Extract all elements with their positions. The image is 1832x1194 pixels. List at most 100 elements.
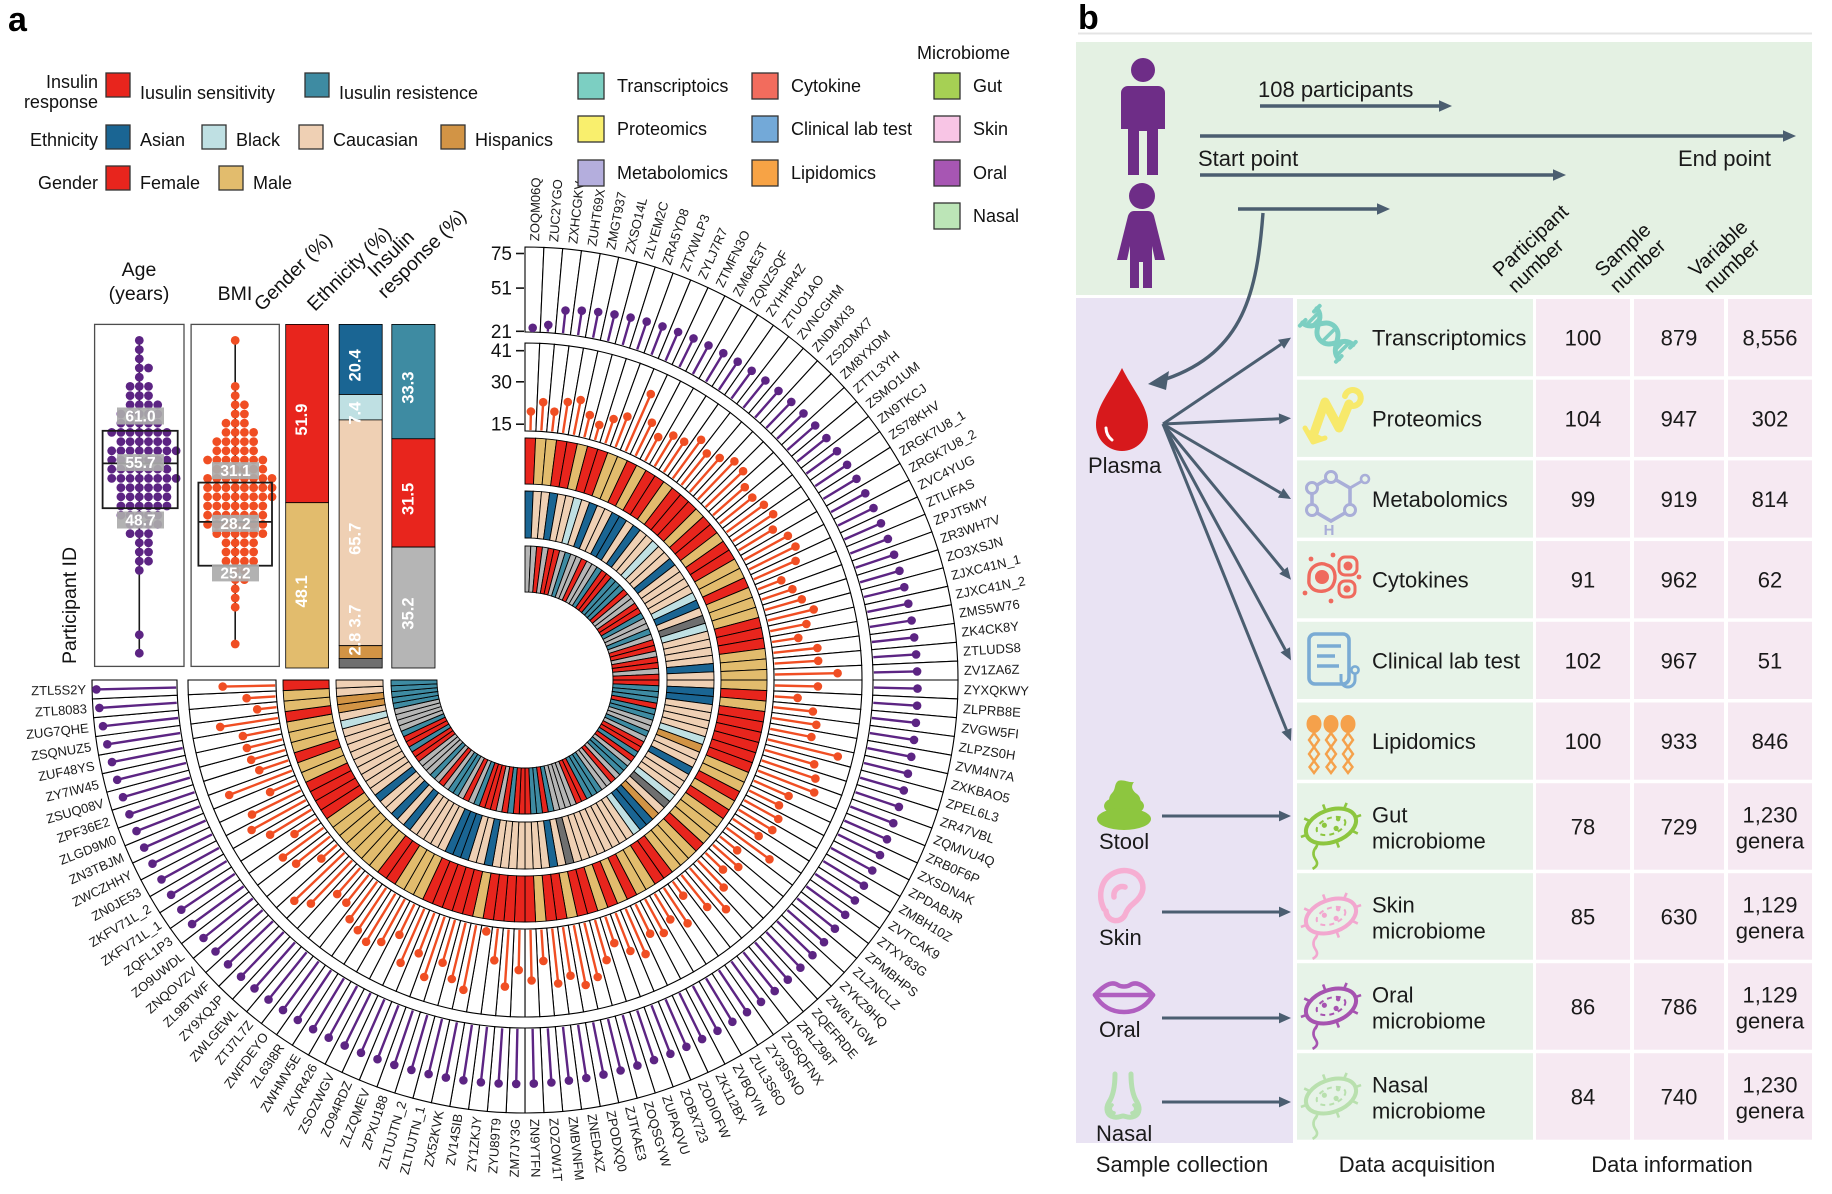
svg-text:(years): (years): [109, 283, 170, 305]
svg-text:30: 30: [491, 372, 512, 393]
svg-text:End point: End point: [1678, 146, 1771, 171]
svg-text:879: 879: [1661, 326, 1698, 351]
svg-text:7.4: 7.4: [347, 401, 365, 425]
svg-text:919: 919: [1661, 487, 1698, 512]
svg-text:Black: Black: [236, 130, 281, 150]
svg-text:Iusulin sensitivity: Iusulin sensitivity: [140, 83, 275, 103]
svg-text:108 participants: 108 participants: [1258, 77, 1413, 102]
svg-text:102: 102: [1565, 648, 1602, 673]
svg-text:85: 85: [1571, 905, 1595, 930]
svg-text:Nasal: Nasal: [1372, 1073, 1428, 1098]
svg-text:microbiome: microbiome: [1372, 919, 1486, 944]
svg-text:28.2: 28.2: [220, 516, 250, 533]
svg-text:Gut: Gut: [973, 76, 1002, 96]
svg-text:Proteomics: Proteomics: [617, 119, 707, 139]
svg-text:Proteomics: Proteomics: [1372, 406, 1482, 431]
svg-text:33.3: 33.3: [399, 372, 417, 404]
svg-text:15: 15: [491, 415, 512, 436]
svg-text:Start point: Start point: [1198, 146, 1298, 171]
svg-text:20.4: 20.4: [347, 349, 365, 382]
svg-text:786: 786: [1661, 995, 1698, 1020]
svg-text:31.1: 31.1: [220, 463, 251, 480]
svg-text:Clinical lab test: Clinical lab test: [791, 119, 912, 139]
svg-text:microbiome: microbiome: [1372, 829, 1486, 854]
svg-text:51: 51: [1758, 648, 1782, 673]
svg-text:Male: Male: [253, 173, 292, 193]
svg-text:Cytokines: Cytokines: [1372, 568, 1469, 593]
svg-text:ZTL5S2Y: ZTL5S2Y: [31, 682, 87, 698]
svg-text:Lipidomics: Lipidomics: [1372, 729, 1476, 754]
svg-text:740: 740: [1661, 1085, 1698, 1110]
svg-text:62: 62: [1758, 568, 1782, 593]
svg-text:48.1: 48.1: [293, 575, 311, 607]
svg-text:99: 99: [1571, 487, 1595, 512]
svg-text:Plasma: Plasma: [1088, 453, 1162, 478]
svg-text:genera: genera: [1736, 1099, 1805, 1124]
svg-text:2.8: 2.8: [347, 633, 365, 656]
svg-text:Caucasian: Caucasian: [333, 130, 418, 150]
svg-text:Sample collection: Sample collection: [1096, 1152, 1268, 1177]
svg-text:Lipidomics: Lipidomics: [791, 163, 876, 183]
svg-text:Gut: Gut: [1372, 803, 1407, 828]
svg-text:Stool: Stool: [1099, 829, 1149, 854]
svg-text:H: H: [1324, 522, 1335, 539]
svg-text:Transcriptoics: Transcriptoics: [617, 76, 728, 96]
svg-text:630: 630: [1661, 905, 1698, 930]
svg-text:84: 84: [1571, 1085, 1595, 1110]
svg-text:1,230: 1,230: [1742, 1073, 1797, 1098]
svg-text:967: 967: [1661, 648, 1698, 673]
svg-text:Skin: Skin: [1099, 925, 1142, 950]
svg-text:51: 51: [491, 279, 512, 300]
svg-text:microbiome: microbiome: [1372, 1009, 1486, 1034]
svg-text:Oral: Oral: [973, 163, 1007, 183]
svg-text:Gender: Gender: [38, 173, 98, 193]
svg-text:75: 75: [491, 244, 512, 265]
svg-text:ZYXQKWY: ZYXQKWY: [964, 682, 1030, 698]
svg-text:Skin: Skin: [973, 119, 1008, 139]
svg-text:Age: Age: [122, 259, 157, 281]
svg-text:1,230: 1,230: [1742, 803, 1797, 828]
svg-text:Cytokine: Cytokine: [791, 76, 861, 96]
svg-text:Nasal: Nasal: [973, 206, 1019, 226]
svg-text:ZM7JY3G: ZM7JY3G: [507, 1119, 523, 1178]
svg-text:Data information: Data information: [1591, 1152, 1752, 1177]
svg-text:3.7: 3.7: [347, 605, 365, 628]
svg-text:91: 91: [1571, 568, 1595, 593]
svg-text:genera: genera: [1736, 919, 1805, 944]
svg-text:ZV1ZA6Z: ZV1ZA6Z: [964, 662, 1020, 678]
svg-text:25.2: 25.2: [220, 565, 250, 582]
svg-text:962: 962: [1661, 568, 1698, 593]
svg-text:100: 100: [1565, 326, 1602, 351]
svg-text:21: 21: [491, 322, 512, 343]
svg-text:1,129: 1,129: [1742, 893, 1797, 918]
svg-text:Ethnicity: Ethnicity: [30, 130, 98, 150]
svg-text:Hispanics: Hispanics: [475, 130, 553, 150]
svg-text:Nasal: Nasal: [1096, 1121, 1152, 1146]
svg-text:ZN9YTFN: ZN9YTFN: [527, 1119, 543, 1178]
svg-text:8,556: 8,556: [1742, 326, 1797, 351]
svg-text:Metabolomics: Metabolomics: [1372, 487, 1508, 512]
svg-text:35.2: 35.2: [399, 597, 417, 629]
svg-text:51.9: 51.9: [293, 404, 311, 436]
svg-text:933: 933: [1661, 729, 1698, 754]
svg-text:genera: genera: [1736, 829, 1805, 854]
svg-text:814: 814: [1752, 487, 1789, 512]
svg-text:1,129: 1,129: [1742, 983, 1797, 1008]
svg-text:Oral: Oral: [1099, 1017, 1141, 1042]
svg-text:Data acquisition: Data acquisition: [1339, 1152, 1496, 1177]
svg-text:BMI: BMI: [218, 283, 253, 305]
svg-text:Metabolomics: Metabolomics: [617, 163, 728, 183]
svg-text:Asian: Asian: [140, 130, 185, 150]
svg-text:Transcriptomics: Transcriptomics: [1372, 326, 1526, 351]
svg-text:Participant ID: Participant ID: [59, 547, 81, 664]
svg-text:48.7: 48.7: [125, 513, 155, 530]
svg-text:Clinical lab test: Clinical lab test: [1372, 648, 1520, 673]
svg-text:ZOQM06Q: ZOQM06Q: [527, 177, 543, 241]
svg-text:Oral: Oral: [1372, 983, 1414, 1008]
svg-text:61.0: 61.0: [125, 409, 155, 426]
svg-text:Insulin: Insulin: [46, 72, 98, 92]
svg-text:Female: Female: [140, 173, 200, 193]
svg-text:86: 86: [1571, 995, 1595, 1020]
svg-text:genera: genera: [1736, 1009, 1805, 1034]
svg-text:response: response: [24, 92, 98, 112]
